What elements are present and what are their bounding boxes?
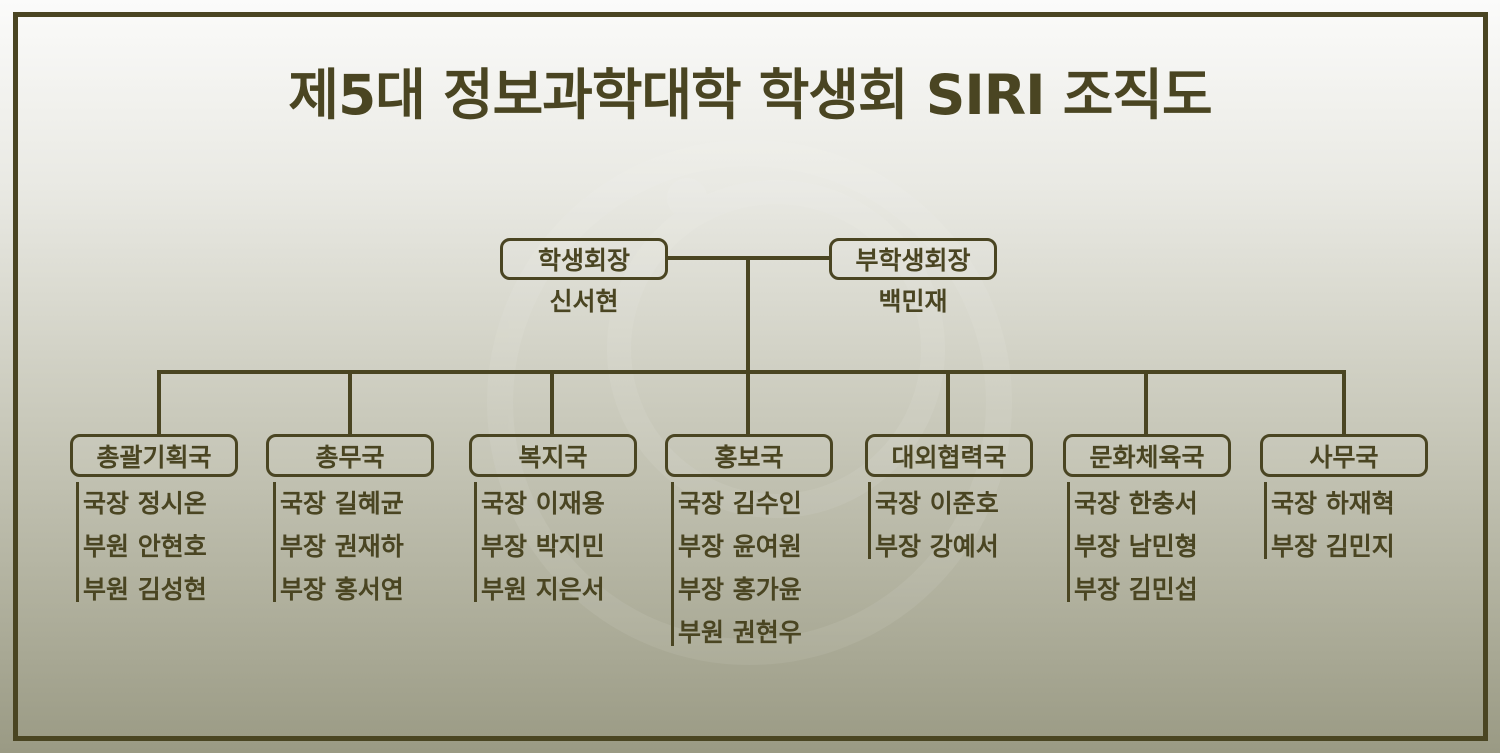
member: 부장 김민지 <box>1271 532 1395 561</box>
member: 국장 이재용 <box>481 489 605 518</box>
dept-name: 복지국 <box>518 442 588 472</box>
member: 국장 한충서 <box>1074 489 1198 518</box>
dept-members-planning: 국장 정시온 부원 안현호 부원 김성현 <box>76 482 207 604</box>
member: 국장 하재혁 <box>1271 489 1395 518</box>
member: 국장 이준호 <box>875 489 999 518</box>
dept-box-external-affairs: 대외협력국 <box>865 434 1033 477</box>
dept-name: 총무국 <box>315 442 385 472</box>
member: 부장 김민섭 <box>1074 575 1198 604</box>
vice-president-box: 부학생회장 <box>829 238 997 280</box>
member: 부장 남민형 <box>1074 532 1198 561</box>
dept-name: 사무국 <box>1309 442 1379 472</box>
chart-frame <box>13 12 1488 741</box>
vice-president-name: 백민재 <box>878 287 948 316</box>
member: 부원 안현호 <box>83 532 207 561</box>
dept-members-publicity: 국장 김수인 부장 윤여원 부장 홍가윤 부원 권현우 <box>671 482 802 647</box>
member: 부장 홍서연 <box>280 575 404 604</box>
dept-members-external-affairs: 국장 이준호 부장 강예서 <box>868 482 999 561</box>
dept-drop-3 <box>550 370 554 436</box>
dept-members-general-affairs: 국장 길혜균 부장 권재하 부장 홍서연 <box>273 482 404 604</box>
dept-drop-7 <box>1342 370 1346 436</box>
dept-name: 홍보국 <box>714 442 784 472</box>
vice-president-role: 부학생회장 <box>855 246 971 275</box>
department-bus-line <box>157 370 1346 374</box>
dept-box-general-affairs: 총무국 <box>266 434 434 477</box>
dept-members-welfare: 국장 이재용 부장 박지민 부원 지은서 <box>474 482 605 604</box>
dept-drop-2 <box>348 370 352 436</box>
dept-name: 총괄기획국 <box>96 442 212 472</box>
member: 부장 강예서 <box>875 532 999 561</box>
dept-box-welfare: 복지국 <box>469 434 637 477</box>
member: 국장 김수인 <box>678 489 802 518</box>
dept-drop-6 <box>1144 370 1148 436</box>
member: 부원 지은서 <box>481 575 605 604</box>
president-role: 학생회장 <box>537 246 630 275</box>
dept-drop-4 <box>746 370 750 436</box>
president-box: 학생회장 <box>500 238 668 280</box>
chart-title: 제5대 정보과학대학 학생회 SIRI 조직도 <box>288 63 1212 127</box>
dept-drop-5 <box>946 370 950 436</box>
president-name: 신서현 <box>549 287 619 316</box>
member: 부장 홍가윤 <box>678 575 802 604</box>
member: 부장 윤여원 <box>678 532 802 561</box>
member: 부장 박지민 <box>481 532 605 561</box>
dept-box-culture-sports: 문화체육국 <box>1063 434 1231 477</box>
member: 부원 김성현 <box>83 575 207 604</box>
member: 부장 권재하 <box>280 532 404 561</box>
dept-drop-1 <box>157 370 161 436</box>
trunk-line <box>746 256 750 374</box>
dept-name: 대외협력국 <box>891 442 1007 472</box>
member: 국장 정시온 <box>83 489 207 518</box>
dept-box-planning: 총괄기획국 <box>70 434 238 477</box>
dept-box-secretariat: 사무국 <box>1260 434 1428 477</box>
dept-members-culture-sports: 국장 한충서 부장 남민형 부장 김민섭 <box>1067 482 1198 604</box>
dept-name: 문화체육국 <box>1089 442 1205 472</box>
member: 부원 권현우 <box>678 618 802 647</box>
dept-members-secretariat: 국장 하재혁 부장 김민지 <box>1264 482 1395 561</box>
member: 국장 길혜균 <box>280 489 404 518</box>
dept-box-publicity: 홍보국 <box>665 434 833 477</box>
